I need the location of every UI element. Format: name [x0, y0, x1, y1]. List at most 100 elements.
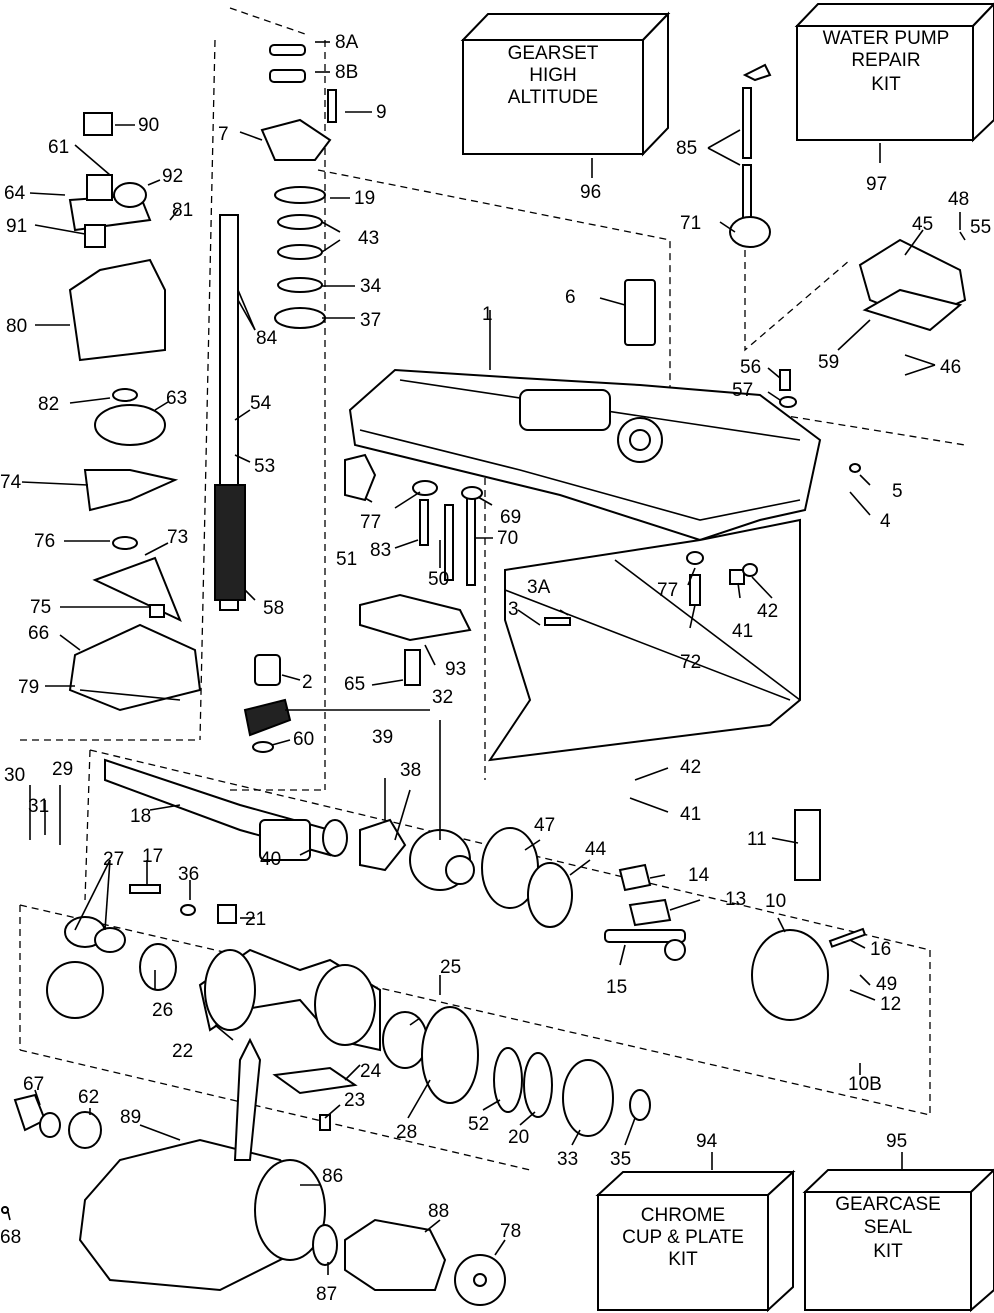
gearset-kit-line2: HIGH [529, 65, 577, 86]
callout-4: 4 [880, 511, 891, 532]
callout-87: 87 [316, 1284, 337, 1305]
callout-64: 64 [4, 183, 26, 204]
callout-69: 69 [500, 507, 521, 528]
water-pump-kit-box: WATER PUMP REPAIR KIT [794, 2, 994, 143]
callout-13: 13 [725, 889, 746, 910]
callout-92: 92 [162, 166, 183, 187]
callout-24: 24 [360, 1061, 382, 1082]
chrome-kit-line3: KIT [668, 1249, 698, 1270]
callout-75: 75 [30, 597, 51, 618]
callout-8b: 8B [335, 62, 358, 83]
callout-32: 32 [432, 687, 453, 708]
seal-kit-box: GEARCASE SEAL KIT [802, 1168, 994, 1313]
callout-numbers: 8A 8B 9 7 19 43 34 37 84 54 53 58 2 32 6… [0, 32, 991, 1305]
callout-28: 28 [396, 1122, 417, 1143]
callout-30: 30 [4, 765, 25, 786]
callout-8a: 8A [335, 32, 359, 53]
callout-25: 25 [440, 957, 461, 978]
callout-21: 21 [245, 909, 266, 930]
callout-80: 80 [6, 316, 27, 337]
callout-91: 91 [6, 216, 27, 237]
callout-97: 97 [866, 174, 887, 195]
callout-96: 96 [580, 182, 601, 203]
callout-44: 44 [585, 839, 607, 860]
callout-90: 90 [138, 115, 159, 136]
callout-70: 70 [497, 528, 518, 549]
callout-11: 11 [747, 829, 767, 850]
callout-19: 19 [354, 188, 375, 209]
callout-93: 93 [445, 659, 466, 680]
gearset-kit-box: GEARSET HIGH ALTITUDE [460, 11, 671, 157]
callout-38: 38 [400, 760, 421, 781]
callout-54: 54 [250, 393, 272, 414]
callout-41a: 41 [732, 621, 753, 642]
callout-94: 94 [696, 1131, 718, 1152]
callout-2: 2 [302, 672, 313, 693]
callout-66: 66 [28, 623, 49, 644]
callout-35: 35 [610, 1149, 631, 1170]
callout-77a: 77 [360, 512, 381, 533]
seal-kit-line2: SEAL [864, 1217, 913, 1238]
callout-7: 7 [218, 124, 229, 145]
callout-81: 81 [172, 200, 193, 221]
chrome-kit-line1: CHROME [641, 1205, 725, 1226]
gearcase-housing [348, 368, 822, 762]
water-pump-parts [68, 112, 202, 712]
seal-kit-line1: GEARCASE [835, 1194, 941, 1215]
callout-29: 29 [52, 759, 73, 780]
gearset-kit-line1: GEARSET [508, 43, 599, 64]
callout-79: 79 [18, 677, 39, 698]
propeller-parts [1, 1037, 506, 1306]
callout-45: 45 [912, 214, 933, 235]
callout-36: 36 [178, 864, 199, 885]
propshaft-parts [46, 758, 867, 1137]
chrome-kit-box: CHROME CUP & PLATE KIT [595, 1169, 796, 1313]
callout-95: 95 [886, 1131, 907, 1152]
callout-63: 63 [166, 388, 187, 409]
callout-48: 48 [948, 189, 969, 210]
callout-85: 85 [676, 138, 697, 159]
callout-26: 26 [152, 1000, 173, 1021]
callout-31: 31 [28, 796, 49, 817]
callout-49: 49 [876, 974, 897, 995]
callout-6: 6 [565, 287, 576, 308]
callout-34: 34 [360, 276, 382, 297]
callout-42b: 42 [680, 757, 701, 778]
callout-41b: 41 [680, 804, 701, 825]
callout-82: 82 [38, 394, 59, 415]
callout-46: 46 [940, 357, 961, 378]
callout-leader-lines [7, 41, 966, 1275]
right-side-parts [344, 63, 967, 881]
water-pump-kit-line2: REPAIR [851, 50, 920, 71]
callout-88: 88 [428, 1201, 449, 1222]
callout-5: 5 [892, 481, 903, 502]
callout-55: 55 [970, 217, 991, 238]
callout-65: 65 [344, 674, 365, 695]
driveshaft-parts [214, 44, 337, 753]
callout-56: 56 [740, 357, 761, 378]
callout-52: 52 [468, 1114, 489, 1135]
gearset-kit-line3: ALTITUDE [508, 87, 598, 108]
callout-78: 78 [500, 1221, 521, 1242]
callout-15: 15 [606, 977, 627, 998]
callout-22: 22 [172, 1041, 193, 1062]
callout-58: 58 [263, 598, 284, 619]
callout-51: 51 [336, 549, 357, 570]
callout-18: 18 [130, 806, 151, 827]
callout-74: 74 [0, 472, 22, 493]
callout-40: 40 [260, 849, 281, 870]
callout-37: 37 [360, 310, 381, 331]
callout-3a: 3A [527, 577, 551, 598]
callout-53: 53 [254, 456, 275, 477]
callout-27: 27 [103, 849, 124, 870]
callout-59: 59 [818, 352, 839, 373]
callout-84: 84 [256, 328, 278, 349]
dashed-group-lines [19, 7, 966, 1171]
callout-86: 86 [322, 1166, 343, 1187]
callout-14: 14 [688, 865, 710, 886]
seal-kit-line3: KIT [873, 1241, 903, 1262]
callout-62: 62 [78, 1087, 99, 1108]
water-pump-kit-line1: WATER PUMP [823, 28, 950, 49]
callout-17: 17 [142, 846, 163, 867]
callout-23: 23 [344, 1090, 365, 1111]
